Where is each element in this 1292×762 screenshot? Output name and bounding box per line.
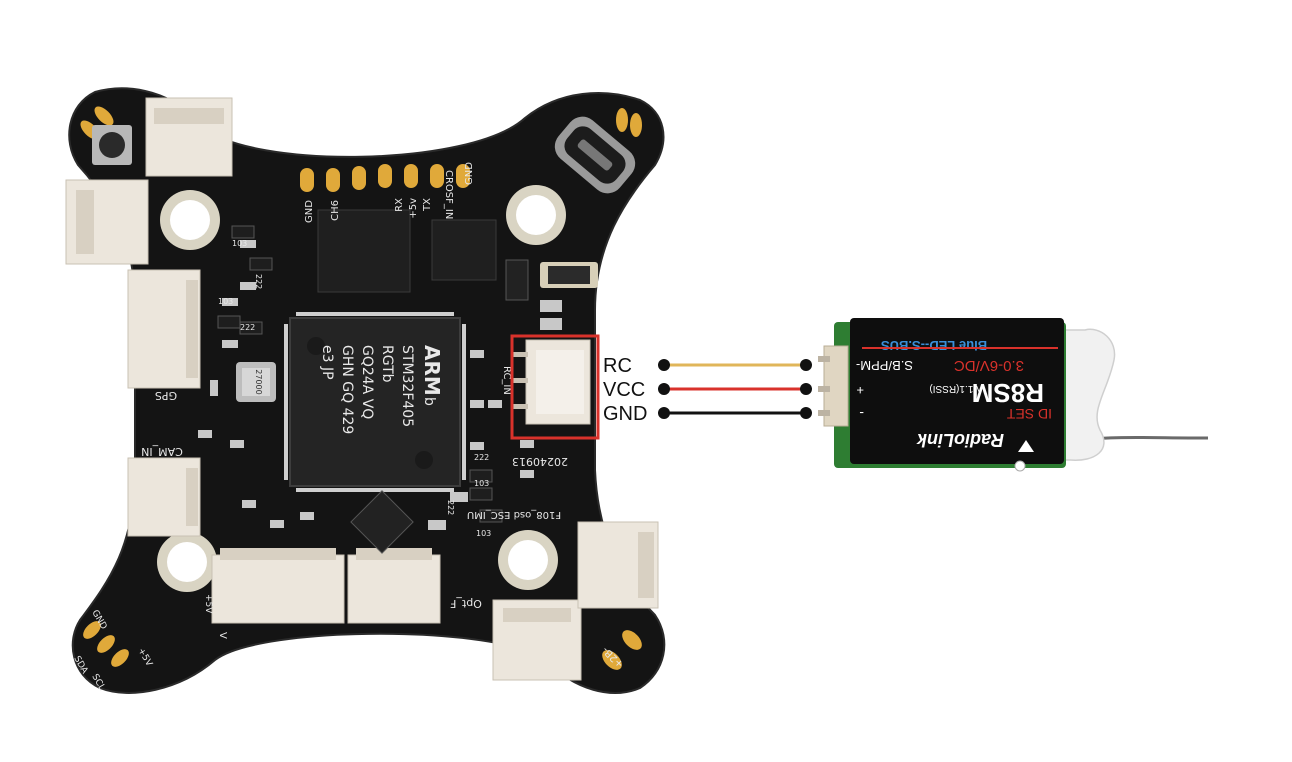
label-f108: F108_osd ESC_IMU [467,509,561,520]
main-mcu: ARM b STM32F405 RGTb GQ24A VQ GHN GQ 429… [284,312,466,492]
wire-gnd-dot-right [800,407,812,419]
res-label: 103 [476,529,491,538]
wire-gnd-label: GND [603,403,647,425]
connector-gps [127,269,201,389]
label-gps: GPS [155,389,177,402]
connector-rc-in [512,339,591,425]
wire-vcc-dot-right [800,383,812,395]
flight-controller-board: ARM b STM32F405 RGTb GQ24A VQ GHN GQ 429… [65,87,666,694]
wire-rc: RC [603,355,812,377]
rx-led-text: Blue LED--S.BUS [881,338,988,353]
mount-hole-bl [157,532,217,592]
label-opt-f: Opt_F [450,597,482,610]
wire-rc-dot-left [658,359,670,371]
mount-hole-tr [506,185,566,245]
wire-gnd-dot-left [658,407,670,419]
rx-pin-sbus: S.B/PPM- [856,358,913,373]
flash-chip [317,209,497,293]
connector-bottom-left [211,548,345,624]
rx-version: V1.1(RSSI) [929,383,980,394]
receiver-r8sm: Blue LED--S.BUS 3.0-6V/DC S.B/PPM- R8SM … [818,318,1209,472]
wire-vcc: VCC [603,379,812,401]
rx-pin-plus: + [856,383,864,398]
label-crsf-in: CROSF_IN [443,170,454,219]
label-gnd-top: GND [304,200,315,223]
usb-c-port [554,116,636,194]
wire-vcc-dot-left [658,383,670,395]
wire-rc-dot-right [800,359,812,371]
connector-top-left [145,97,233,177]
connector-right [577,521,659,609]
label-tx: TX [422,198,433,212]
crystal-label: 27000 [254,369,263,394]
resistor-labels: 103 222 103 222 222 103 222 103 [218,239,491,538]
wire-gnd: GND [603,403,812,425]
connector-cam-in [127,457,201,537]
top-solder-pads [300,164,470,192]
mount-hole-br [498,530,558,590]
receiver-label-sticker [850,318,1064,464]
res-label: 222 [254,274,263,289]
corner-pads-br [602,630,642,670]
crystal: 27000 [236,362,276,402]
res-label: 103 [218,297,233,306]
label-v: V [217,632,228,639]
label-sv: +5V [203,594,213,614]
mcu-line-1: STM32F405 [399,345,415,427]
mcu-line-5: e3 JP [319,345,335,380]
id-set-arrow-icon [1018,440,1034,452]
res-label: 103 [474,479,489,488]
label-rx: RX [394,198,405,212]
corner-pads-bl [83,621,129,667]
label-cam-in: CAM_IN [141,445,183,458]
connector-left-top [65,179,149,265]
connector-bottom-right [492,599,582,681]
corner-pads-tr [616,108,642,137]
label-5v-top: +5v [408,198,419,219]
label-ch6: CH6 [330,200,341,221]
mcu-brand: ARM [420,345,444,396]
label-date-code: 20240913 [512,455,568,468]
rx-pin-minus: - [859,406,864,422]
rx-brand: RadioLink [916,430,1004,450]
connector-bottom-mid [347,548,441,624]
mount-hole-tl [160,190,220,250]
mcu-line-4: GHN GQ 429 [339,345,355,434]
res-label: 222 [240,323,255,332]
wire-rc-label: RC [603,355,632,377]
mcu-line-3: GQ24A VQ [359,345,375,419]
boot-button [92,125,132,165]
rx-id-set: ID SET [1006,406,1052,422]
res-label: 103 [232,239,247,248]
res-label: 222 [474,453,489,462]
mcu-line-2: RGTb [379,345,395,383]
wiring-lines: RC VCC GND [603,355,812,425]
label-gnd-right: GND [464,162,475,185]
rx-model: R8SM [972,378,1044,408]
mcu-brand-suffix: b [421,397,437,406]
label-rc-in: RC_IN [501,366,512,395]
imu-chip [350,490,414,554]
receiver-led-icon [1014,460,1026,472]
res-label: 222 [446,500,455,515]
smd-components [198,225,598,530]
rc-in-highlight-box [510,334,600,440]
rx-voltage: 3.0-6V/DC [954,357,1024,374]
receiver-pin-header [818,345,849,427]
wire-vcc-label: VCC [603,379,645,401]
